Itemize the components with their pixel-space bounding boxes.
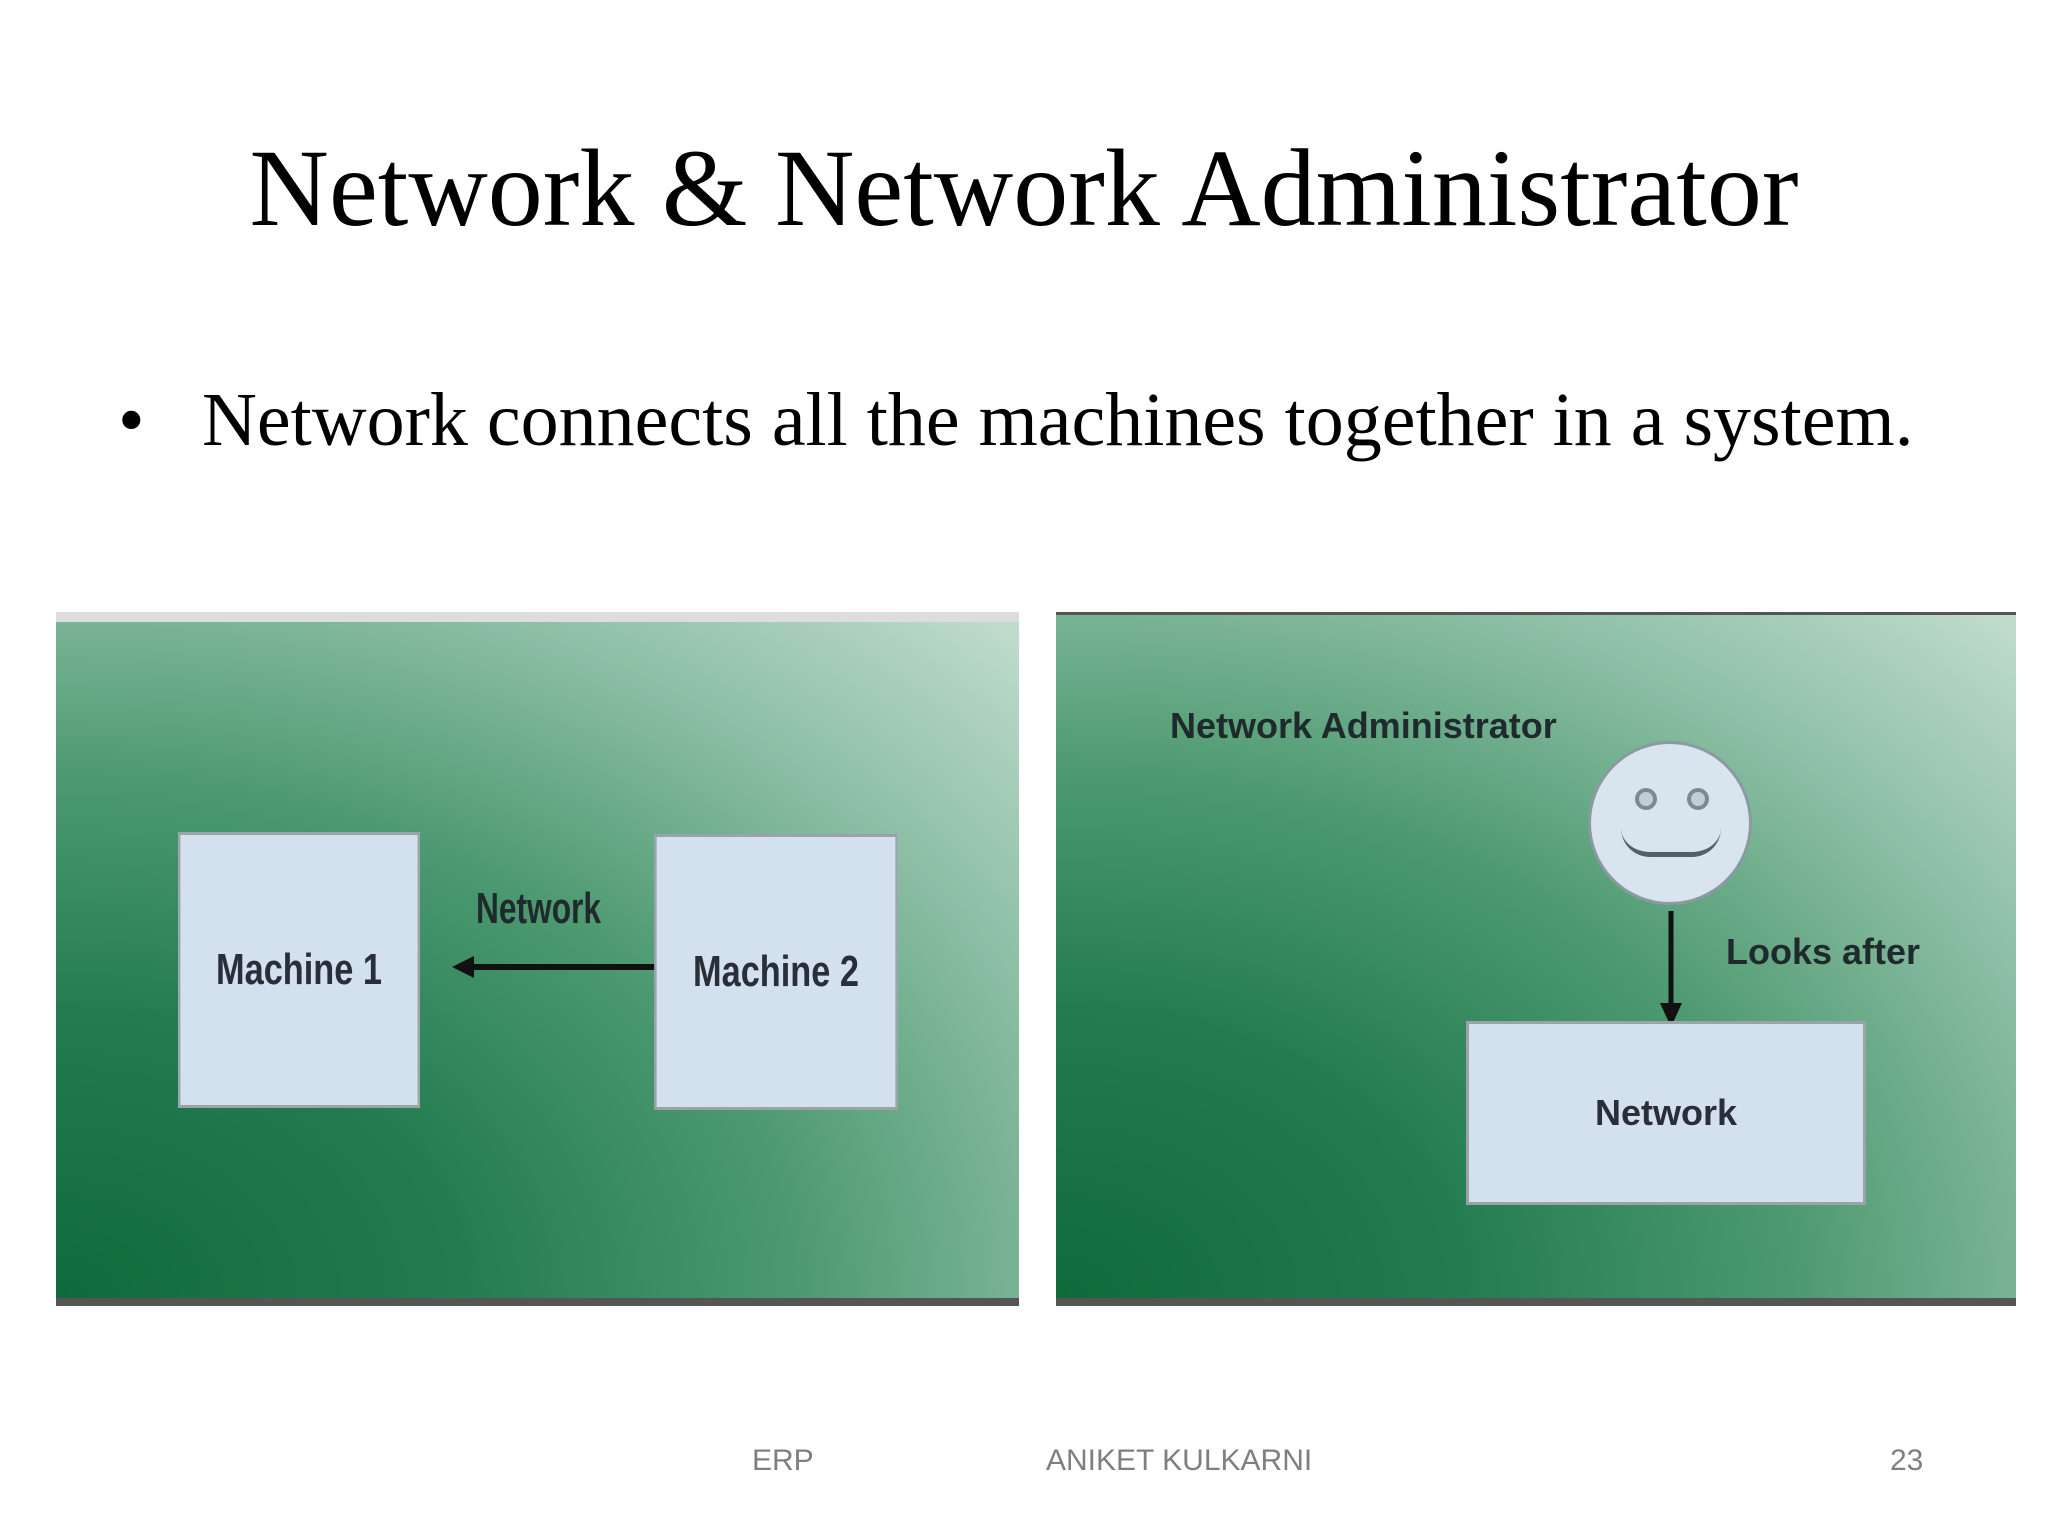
bullet-text: Network connects all the machines togeth… <box>202 378 1914 462</box>
smiley-face-icon <box>1588 741 1752 905</box>
network-box: Network <box>1466 1021 1866 1205</box>
left-eye-icon <box>1635 788 1657 810</box>
footer-author: ANIKET KULKARNI <box>1046 1444 1313 1477</box>
double-arrow-icon <box>452 956 678 978</box>
machine-2-box: Machine 2 <box>654 834 898 1110</box>
down-arrow-icon <box>1660 911 1682 1027</box>
right-eye-icon <box>1687 788 1709 810</box>
network-box-label: Network <box>1594 1092 1738 1133</box>
bullet-item: • Network connects all the machines toge… <box>118 372 1923 468</box>
footer-left: ERP <box>752 1444 814 1477</box>
network-administrator-label: Network Administrator <box>1170 705 1557 746</box>
bullet-symbol: • <box>118 378 145 462</box>
slide-title: Network & Network Administrator <box>249 127 1799 249</box>
page-number: 23 <box>1890 1444 1924 1477</box>
network-diagram: Machine 1 Network Machine 2 <box>56 612 1019 1306</box>
machine-1-box: Machine 1 <box>178 832 420 1108</box>
smile-icon <box>1621 828 1721 857</box>
machine-1-label: Machine 1 <box>216 945 382 994</box>
looks-after-label: Looks after <box>1726 931 1921 972</box>
network-link-label: Network <box>476 884 601 933</box>
machine-2-label: Machine 2 <box>693 947 859 996</box>
admin-diagram: Network Administrator Looks after Networ… <box>1056 612 2016 1306</box>
